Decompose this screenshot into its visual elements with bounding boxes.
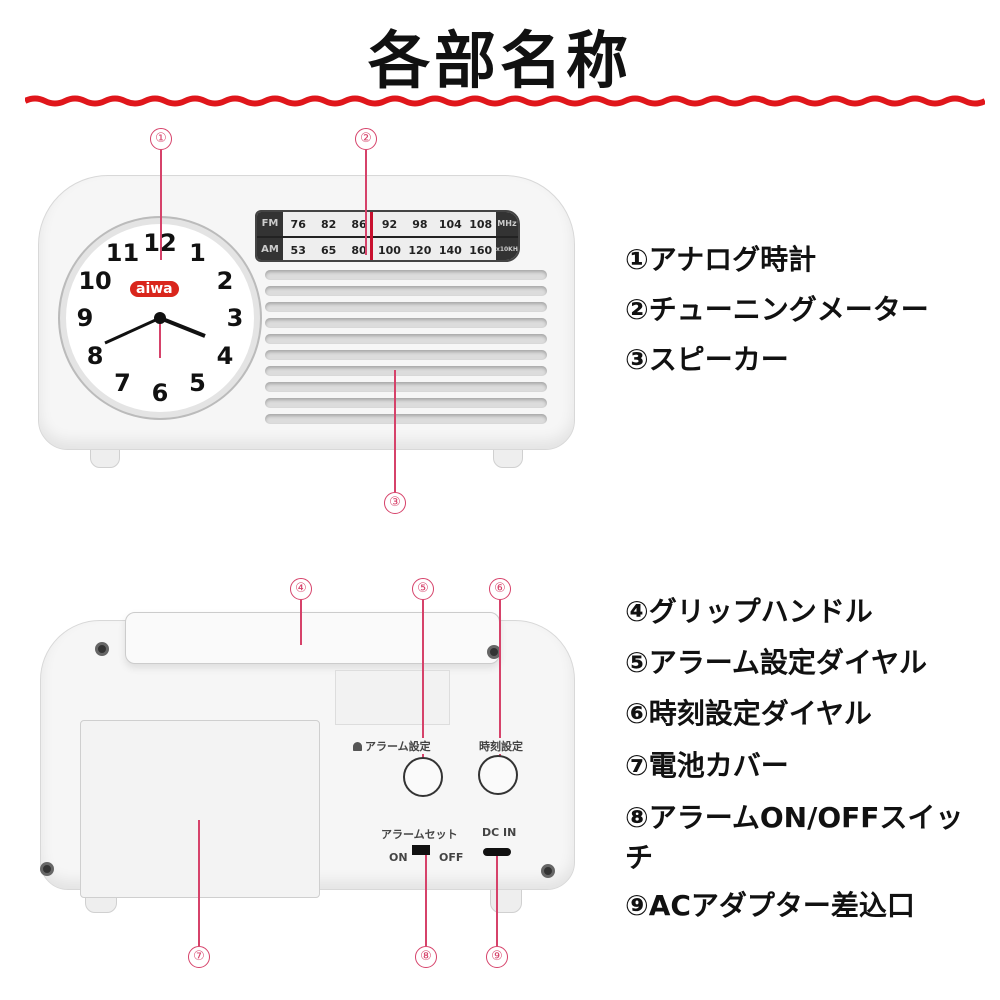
am-tick: 120	[408, 243, 432, 257]
am-tick: 80	[351, 243, 367, 257]
am-tick: 140	[438, 243, 462, 257]
brand-logo: aiwa	[130, 281, 179, 297]
part-label: ⑤アラーム設定ダイヤル	[625, 646, 928, 679]
clock-number: 5	[189, 368, 206, 397]
time-set-dial[interactable]	[478, 755, 518, 795]
part-label: ②チューニングメーター	[625, 293, 929, 326]
tuning-needle	[370, 212, 373, 260]
am-tick: 160	[469, 243, 493, 257]
part-label: ①アナログ時計	[625, 243, 817, 276]
callout-6: ⑥	[489, 578, 511, 600]
callout-7: ⑦	[188, 946, 210, 968]
clock-number: 9	[76, 304, 94, 332]
page-title: 各部名称	[367, 24, 632, 97]
callout-9: ⑨	[486, 946, 508, 968]
label-plate	[335, 670, 450, 725]
clock-number: 2	[216, 266, 234, 295]
bell-icon	[353, 742, 362, 751]
part-label: ④グリップハンドル	[625, 595, 873, 628]
am-tick: 53	[290, 243, 306, 257]
alarm-dial-label: アラーム設定	[352, 738, 432, 754]
dc-in-port[interactable]	[483, 848, 511, 856]
clock-number: 7	[114, 368, 131, 397]
callout-1: ①	[150, 128, 172, 150]
dc-in-label: DC IN	[481, 826, 518, 839]
part-label: ⑥時刻設定ダイヤル	[625, 697, 872, 730]
callout-4: ④	[290, 578, 312, 600]
grille-slot	[265, 382, 547, 392]
alarm-switch[interactable]	[412, 845, 430, 855]
callout-8: ⑧	[415, 946, 437, 968]
am-tick: 100	[377, 243, 401, 257]
time-dial-label: 時刻設定	[478, 738, 524, 754]
alarm-dial-text: アラーム設定	[365, 740, 431, 753]
grille-slot	[265, 318, 547, 328]
grille-slot	[265, 334, 547, 344]
clock-number: 8	[86, 341, 104, 370]
alarm-set-dial[interactable]	[403, 757, 443, 797]
fm-tick: 104	[438, 217, 462, 231]
part-label: ③スピーカー	[625, 343, 789, 376]
fm-tick: 76	[290, 217, 306, 231]
battery-cover	[80, 720, 320, 898]
callout-3: ③	[384, 492, 406, 514]
fm-tick: 86	[351, 217, 367, 231]
fm-tick: 98	[412, 217, 428, 231]
grille-slot	[265, 366, 547, 376]
clock-number: 3	[226, 304, 244, 332]
clock-number: 11	[105, 239, 140, 268]
callout-2: ②	[355, 128, 377, 150]
grille-slot	[265, 286, 547, 296]
fm-tick: 82	[320, 217, 337, 231]
part-label: ⑨ACアダプター差込口	[625, 889, 915, 922]
grille-slot	[265, 302, 547, 312]
clock-number: 12	[143, 229, 177, 257]
clock-number: 6	[151, 379, 169, 407]
clock-number: 1	[189, 239, 206, 268]
part-label: ⑦電池カバー	[625, 749, 789, 782]
grille-slot	[265, 398, 547, 408]
screw	[541, 864, 555, 878]
am-label: AM	[257, 238, 283, 260]
fm-label: FM	[257, 212, 283, 236]
grip-handle	[125, 612, 500, 664]
clock-number: 4	[216, 341, 234, 370]
part-label: ⑧アラームON/OFFスイッチ	[625, 801, 964, 874]
am-tick: 65	[320, 243, 337, 257]
grille-slot	[265, 270, 547, 280]
screw	[40, 862, 54, 876]
alarm-set-label: アラームセット	[380, 826, 459, 842]
grille-slot	[265, 350, 547, 360]
fm-tick: 92	[381, 217, 398, 231]
fm-unit: MHz	[495, 212, 518, 236]
callout-5: ⑤	[412, 578, 434, 600]
clock-hands	[104, 312, 206, 358]
off-label: OFF	[438, 851, 465, 864]
fm-tick: 108	[469, 217, 493, 231]
screw	[95, 642, 109, 656]
on-label: ON	[388, 851, 409, 864]
grille-slot	[265, 414, 547, 424]
title-underline	[25, 95, 985, 107]
speaker-grille	[265, 270, 547, 430]
clock-number: 10	[78, 266, 112, 295]
am-unit: x10KHz	[495, 238, 518, 260]
